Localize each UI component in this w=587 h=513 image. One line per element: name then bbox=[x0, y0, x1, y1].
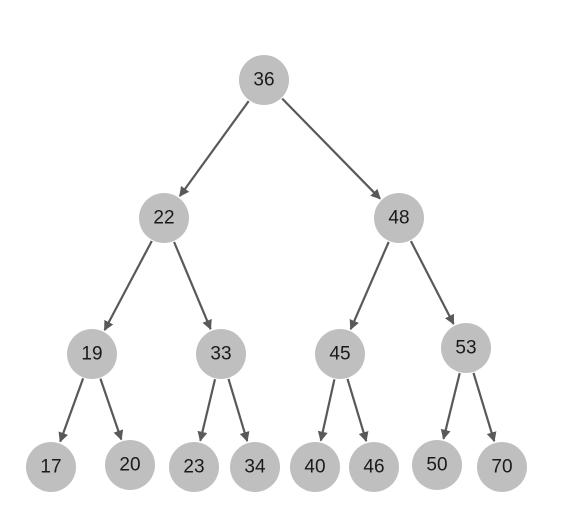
node-label: 48 bbox=[388, 208, 409, 229]
tree-node-33: 33 bbox=[196, 329, 246, 379]
node-circle bbox=[230, 442, 280, 492]
tree-node-70: 70 bbox=[477, 442, 527, 492]
node-label: 17 bbox=[40, 457, 61, 478]
node-label: 36 bbox=[253, 70, 274, 91]
tree-node-23: 23 bbox=[169, 442, 219, 492]
node-label: 19 bbox=[81, 344, 102, 365]
edge-22-to-33 bbox=[173, 241, 212, 331]
node-circle bbox=[169, 442, 219, 492]
node-circle bbox=[196, 329, 246, 379]
node-label: 33 bbox=[210, 344, 231, 365]
node-label: 20 bbox=[119, 455, 140, 476]
node-label: 45 bbox=[329, 344, 350, 365]
tree-node-53: 53 bbox=[441, 323, 491, 373]
tree-node-40: 40 bbox=[290, 442, 340, 492]
node-circle bbox=[105, 440, 155, 490]
node-label: 70 bbox=[491, 457, 512, 478]
node-circle bbox=[315, 329, 365, 379]
node-circle bbox=[477, 442, 527, 492]
tree-node-48: 48 bbox=[374, 193, 424, 243]
edge-53-to-50 bbox=[440, 372, 461, 440]
tree-node-22: 22 bbox=[139, 193, 189, 243]
tree-node-20: 20 bbox=[105, 440, 155, 490]
tree-node-50: 50 bbox=[412, 440, 462, 490]
node-circle bbox=[26, 442, 76, 492]
node-label: 53 bbox=[455, 338, 476, 359]
tree-node-17: 17 bbox=[26, 442, 76, 492]
node-circle bbox=[349, 442, 399, 492]
edge-22-to-19 bbox=[103, 240, 153, 331]
node-circle bbox=[441, 323, 491, 373]
node-circle bbox=[374, 193, 424, 243]
node-circle bbox=[239, 55, 289, 105]
tree-node-34: 34 bbox=[230, 442, 280, 492]
edge-layer bbox=[58, 97, 497, 443]
edge-45-to-40 bbox=[317, 379, 336, 442]
edge-53-to-70 bbox=[472, 372, 497, 443]
node-label: 40 bbox=[304, 457, 325, 478]
node-layer: 36 22 48 19 33 45 53 17 20 23 34 40 46 50 70 bbox=[26, 55, 527, 492]
node-circle bbox=[412, 440, 462, 490]
edge-48-to-53 bbox=[409, 240, 455, 325]
tree-node-19: 19 bbox=[67, 329, 117, 379]
edge-45-to-46 bbox=[346, 378, 369, 443]
edge-33-to-34 bbox=[227, 378, 250, 443]
node-label: 50 bbox=[426, 455, 447, 476]
node-circle bbox=[290, 442, 340, 492]
node-label: 34 bbox=[244, 457, 266, 478]
node-circle bbox=[139, 193, 189, 243]
tree-node-45: 45 bbox=[315, 329, 365, 379]
edge-48-to-45 bbox=[349, 241, 390, 331]
node-label: 23 bbox=[183, 457, 204, 478]
node-label: 22 bbox=[153, 208, 174, 229]
edge-33-to-23 bbox=[197, 379, 217, 442]
node-label: 46 bbox=[363, 457, 384, 478]
edge-36-to-48 bbox=[281, 97, 381, 200]
edge-19-to-20 bbox=[99, 378, 124, 441]
edge-19-to-17 bbox=[58, 378, 85, 443]
edge-36-to-22 bbox=[178, 100, 250, 197]
node-circle bbox=[67, 329, 117, 379]
tree-node-36: 36 bbox=[239, 55, 289, 105]
tree-node-46: 46 bbox=[349, 442, 399, 492]
